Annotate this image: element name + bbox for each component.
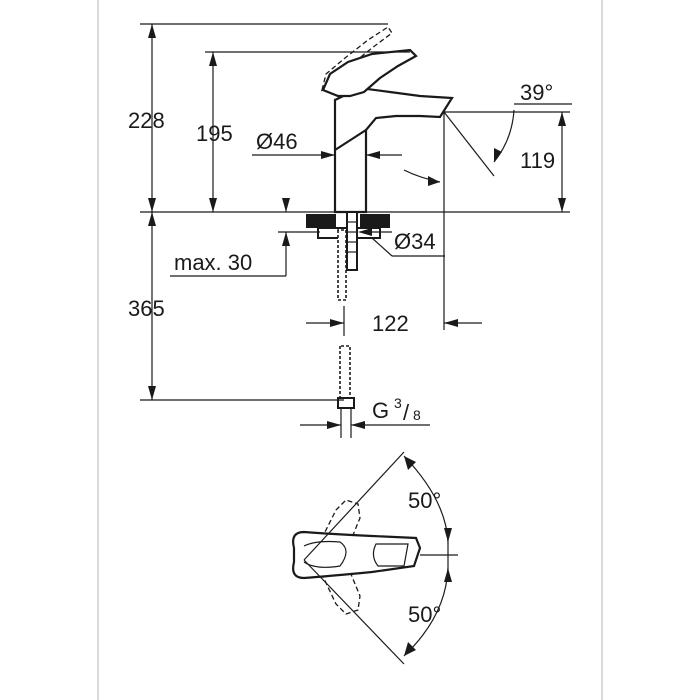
- dim-swing-bottom: 50°: [408, 602, 441, 627]
- top-view-spout-inner: [372, 543, 409, 567]
- dim-swing-top: 50°: [408, 488, 441, 513]
- dim-thread-denominator: 8: [413, 407, 421, 423]
- dim-34-arrow: [358, 228, 372, 236]
- dim-195-arrow-top: [209, 52, 217, 66]
- deck-section-right: [360, 214, 390, 228]
- faucet-body: [333, 86, 454, 214]
- swing-arrow-top: [404, 456, 416, 470]
- dim-46-arrow-left: [321, 151, 335, 159]
- deck-section-left: [306, 214, 336, 228]
- top-view-lever-inner: [303, 540, 347, 568]
- dim-119-arrow-bottom: [558, 198, 566, 212]
- dim-119-arrow-top: [558, 112, 566, 126]
- top-view-body: [292, 530, 422, 580]
- page-edge-right: [601, 0, 603, 700]
- lever-rotated-down: [317, 561, 361, 615]
- dim-46-arrow-right: [366, 151, 380, 159]
- dim-g-arrow-left: [327, 421, 341, 429]
- swing-arrow-bottom: [404, 642, 416, 656]
- lever-rotated-up: [317, 499, 361, 553]
- dim-34-leader: [371, 237, 393, 257]
- dim-max-thickness: max. 30: [174, 250, 252, 275]
- page-edge-left: [97, 0, 99, 700]
- angle-39-arrow: [494, 148, 502, 162]
- dim-spout-height: 119: [520, 148, 555, 173]
- swing-ray-bottom: [303, 559, 405, 665]
- dim-228-arrow-top: [148, 24, 156, 38]
- dim-365-arrow-top: [148, 212, 156, 226]
- swing-arrow-axis-top: [444, 528, 452, 542]
- dim-122-arrow-left: [330, 319, 344, 327]
- dim-g-arrow-right: [351, 421, 365, 429]
- spout-underside: [334, 129, 367, 151]
- dim-total-height: 228: [128, 108, 165, 133]
- dim-thread-numerator: 3: [394, 395, 402, 411]
- dim-365-arrow-bottom: [148, 386, 156, 400]
- faucet-lever: [321, 48, 418, 98]
- dim-195-arrow-bottom: [209, 198, 217, 212]
- top-view: 50° 50°: [292, 451, 458, 665]
- dim-thread: G: [372, 398, 389, 423]
- dim-hole-diameter: Ø34: [394, 229, 436, 254]
- dim-122-arrow-right: [444, 319, 458, 327]
- angle-39-ray: [443, 111, 495, 177]
- dim-thread-slash: /: [403, 400, 410, 425]
- dim-spout-angle: 39°: [520, 80, 553, 105]
- threaded-rod: [346, 211, 358, 271]
- dim-228-arrow-bottom: [148, 198, 156, 212]
- dim-30-arrow-top: [282, 198, 290, 212]
- dim-spout-diameter: Ø46: [256, 129, 298, 154]
- flex-hose-upper: [337, 229, 347, 301]
- swing-arrow-axis-bottom: [444, 568, 452, 582]
- dim-lever-height: 195: [196, 121, 233, 146]
- swing-ray-top: [303, 451, 405, 561]
- side-view: 228 195 Ø46 119 39°: [128, 23, 572, 438]
- reach-arc-arrow: [428, 176, 440, 186]
- dim-30-arrow-bottom: [282, 232, 290, 246]
- dim-reach: 122: [372, 311, 409, 336]
- flex-hose-lower: [339, 345, 351, 399]
- dim-hose-length: 365: [128, 296, 165, 321]
- hose-connector: [337, 397, 355, 409]
